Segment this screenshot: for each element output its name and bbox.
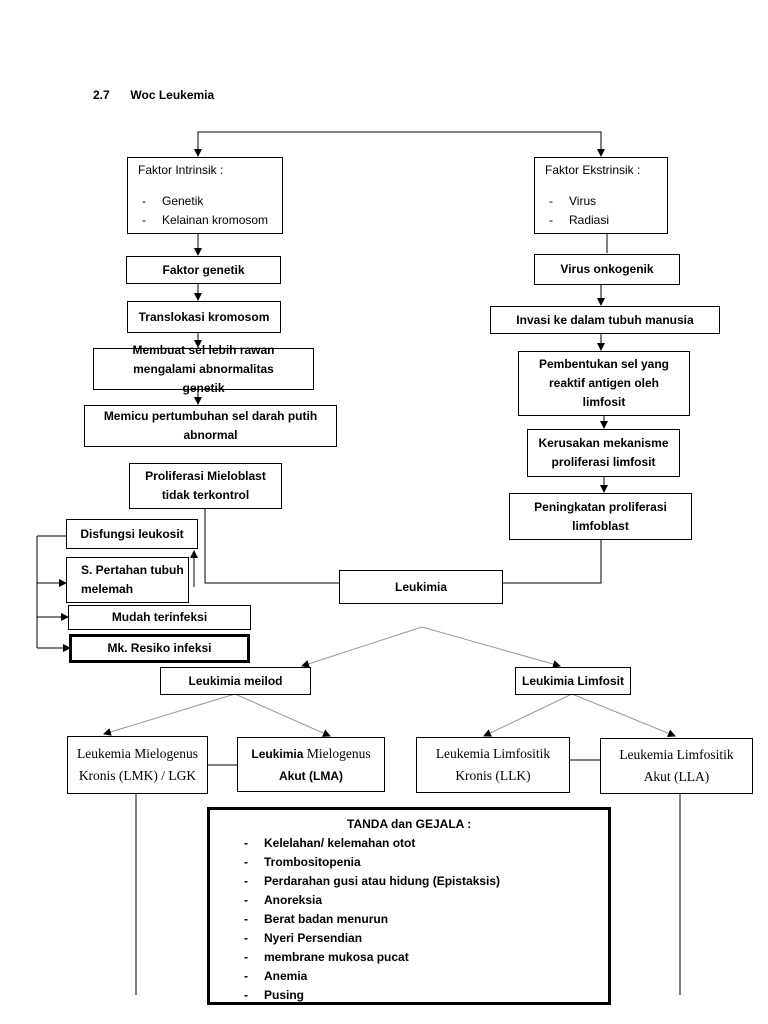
- left-step-1: Faktor genetik: [126, 256, 281, 284]
- leukimia-node: Leukimia: [339, 570, 503, 604]
- intrinsic-item: Kelainan kromosom: [138, 211, 272, 230]
- symptom-item: Anoreksia: [240, 891, 608, 910]
- effect-disfungsi-leukosit: Disfungsi leukosit: [66, 519, 198, 549]
- right-step-3: Pembentukan sel yang reaktif antigen ole…: [518, 351, 690, 416]
- type-lma: Leukimia Mielogenus Akut (LMA): [237, 737, 385, 792]
- left-step-2: Translokasi kromosom: [127, 301, 281, 333]
- left-step-5: Proliferasi Mieloblast tidak terkontrol: [129, 463, 282, 509]
- extrinsic-factors-box: Faktor Ekstrinsik : Virus Radiasi: [534, 157, 668, 234]
- type-llk: Leukemia Limfositik Kronis (LLK): [416, 737, 570, 793]
- symptom-item: Anemia: [240, 967, 608, 986]
- intrinsic-factors-box: Faktor Intrinsik : Genetik Kelainan krom…: [127, 157, 283, 234]
- type-lmk: Leukemia Mielogenus Kronis (LMK) / LGK: [67, 736, 208, 794]
- symptom-item: Perdarahan gusi atau hidung (Epistaksis): [240, 872, 608, 891]
- symptom-item: Berat badan menurun: [240, 910, 608, 929]
- type-lma-bold: Leukimia: [251, 746, 304, 761]
- right-step-2: Invasi ke dalam tubuh manusia: [490, 306, 720, 334]
- effect-pertahanan-melemah: S. Pertahan tubuh melemah: [66, 557, 189, 603]
- effect-mudah-terinfeksi: Mudah terinfeksi: [68, 605, 251, 630]
- symptom-item: membrane mukosa pucat: [240, 948, 608, 967]
- symptoms-title: TANDA dan GEJALA :: [347, 817, 472, 831]
- symptoms-box: TANDA dan GEJALA : Kelelahan/ kelemahan …: [207, 807, 611, 1005]
- effect-pertahanan-label: S. Pertahan tubuh melemah: [81, 563, 184, 596]
- branch-lymphocyte: Leukimia Limfosit: [515, 667, 631, 695]
- page-heading: 2.7 Woc Leukemia: [93, 88, 214, 102]
- intrinsic-item: Genetik: [138, 192, 272, 211]
- extrinsic-item: Virus: [545, 192, 657, 211]
- right-step-5: Peningkatan proliferasi limfoblast: [509, 493, 692, 540]
- type-lla: Leukemia Limfositik Akut (LLA): [600, 738, 753, 794]
- symptom-item: Kelelahan/ kelemahan otot: [240, 834, 608, 853]
- symptom-item: Trombositopenia: [240, 853, 608, 872]
- intrinsic-title: Faktor Intrinsik :: [138, 163, 224, 177]
- heading-title: Woc Leukemia: [130, 88, 215, 102]
- branch-myeloid: Leukimia meilod: [160, 667, 311, 695]
- symptom-item: Pusing: [240, 986, 608, 1005]
- left-step-4: Memicu pertumbuhan sel darah putih abnor…: [84, 405, 337, 447]
- right-step-4: Kerusakan mekanisme proliferasi limfosit: [527, 429, 680, 477]
- effect-resiko-infeksi: Mk. Resiko infeksi: [69, 634, 250, 663]
- left-step-3: Membuat sel lebih rawan mengalami abnorm…: [93, 343, 314, 395]
- type-lma-tail: Akut (LMA): [279, 768, 343, 783]
- heading-number: 2.7: [93, 88, 110, 102]
- symptom-item: Nyeri Persendian: [240, 929, 608, 948]
- type-lma-rest: Mielogenus: [306, 745, 371, 761]
- extrinsic-item: Radiasi: [545, 211, 657, 230]
- right-step-1: Virus onkogenik: [534, 254, 680, 285]
- extrinsic-title: Faktor Ekstrinsik :: [545, 163, 641, 177]
